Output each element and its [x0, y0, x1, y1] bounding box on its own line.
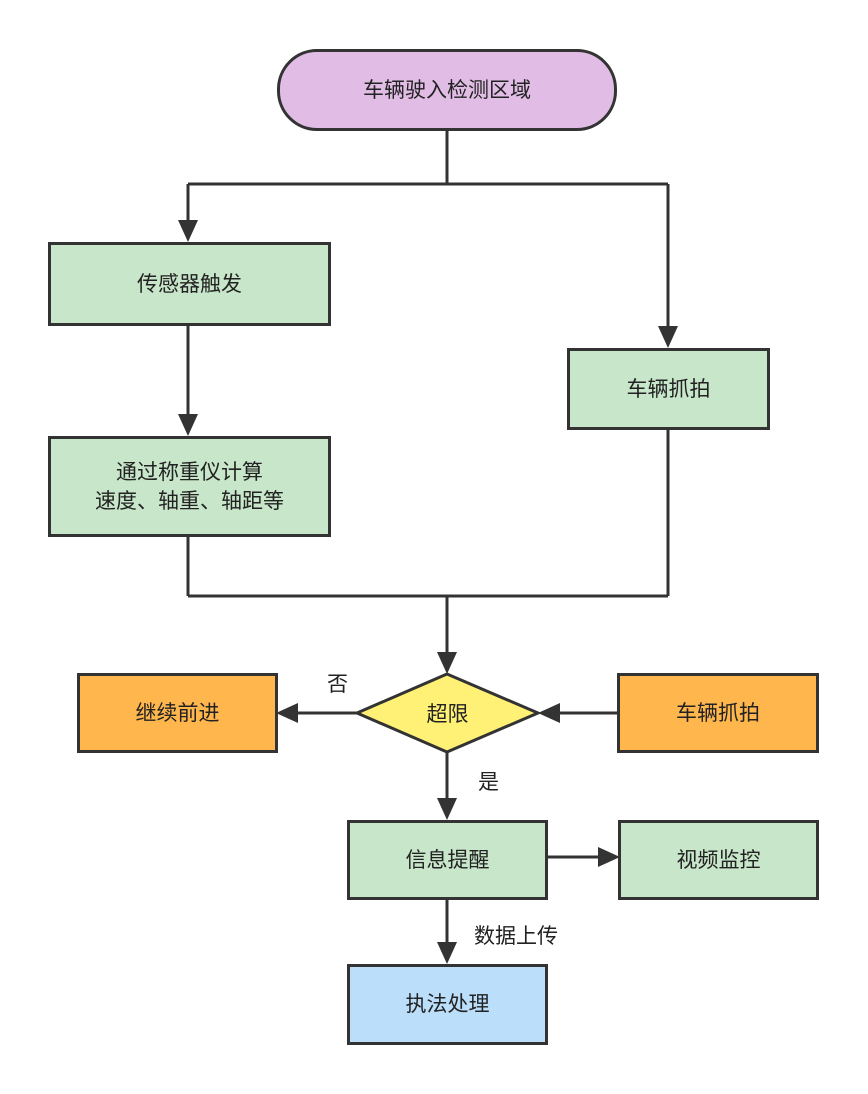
edge-label-upload: 数据上传 [474, 924, 558, 948]
weigh-calc-node: 通过称重仪计算 速度、轴重、轴距等 [48, 436, 331, 537]
weigh-calc-line2: 速度、轴重、轴距等 [95, 488, 284, 513]
arrowhead-enforce [437, 942, 457, 964]
video-monitor-label: 视频监控 [676, 847, 761, 872]
decision-diamond [353, 672, 542, 754]
start-node-label: 车辆驶入检测区域 [363, 77, 531, 102]
enforcement-node: 执法处理 [347, 964, 548, 1045]
sensor-trigger-node: 传感器触发 [48, 242, 331, 326]
arrowhead-sensor [178, 220, 198, 242]
arrowhead-alert [437, 798, 457, 820]
info-alert-label: 信息提醒 [405, 847, 490, 872]
enforcement-label: 执法处理 [405, 992, 490, 1017]
arrowhead-decision [437, 652, 457, 674]
arrowhead-continue [276, 703, 298, 723]
decision-label: 超限 [357, 674, 538, 752]
continue-label: 继续前进 [135, 700, 220, 725]
continue-node: 继续前进 [77, 673, 278, 753]
video-monitor-node: 视频监控 [618, 820, 819, 900]
decision-label-text: 超限 [426, 702, 469, 726]
start-node: 车辆驶入检测区域 [277, 49, 617, 131]
vehicle-capture-node-right: 车辆抓拍 [617, 673, 819, 753]
arrowhead-decision-right [538, 703, 560, 723]
info-alert-node: 信息提醒 [347, 820, 548, 900]
vehicle-capture-node-top: 车辆抓拍 [567, 348, 770, 430]
arrowhead-weigh [178, 414, 198, 436]
vehicle-capture-right-label: 车辆抓拍 [676, 700, 760, 725]
sensor-trigger-label: 传感器触发 [137, 271, 242, 296]
arrowhead-video [598, 847, 620, 867]
vehicle-capture-top-label: 车辆抓拍 [626, 376, 711, 401]
weigh-calc-line1: 通过称重仪计算 [116, 460, 263, 485]
edge-label-no: 否 [327, 672, 348, 696]
edge-label-yes: 是 [478, 770, 499, 794]
arrowhead-capture-top [658, 326, 678, 348]
